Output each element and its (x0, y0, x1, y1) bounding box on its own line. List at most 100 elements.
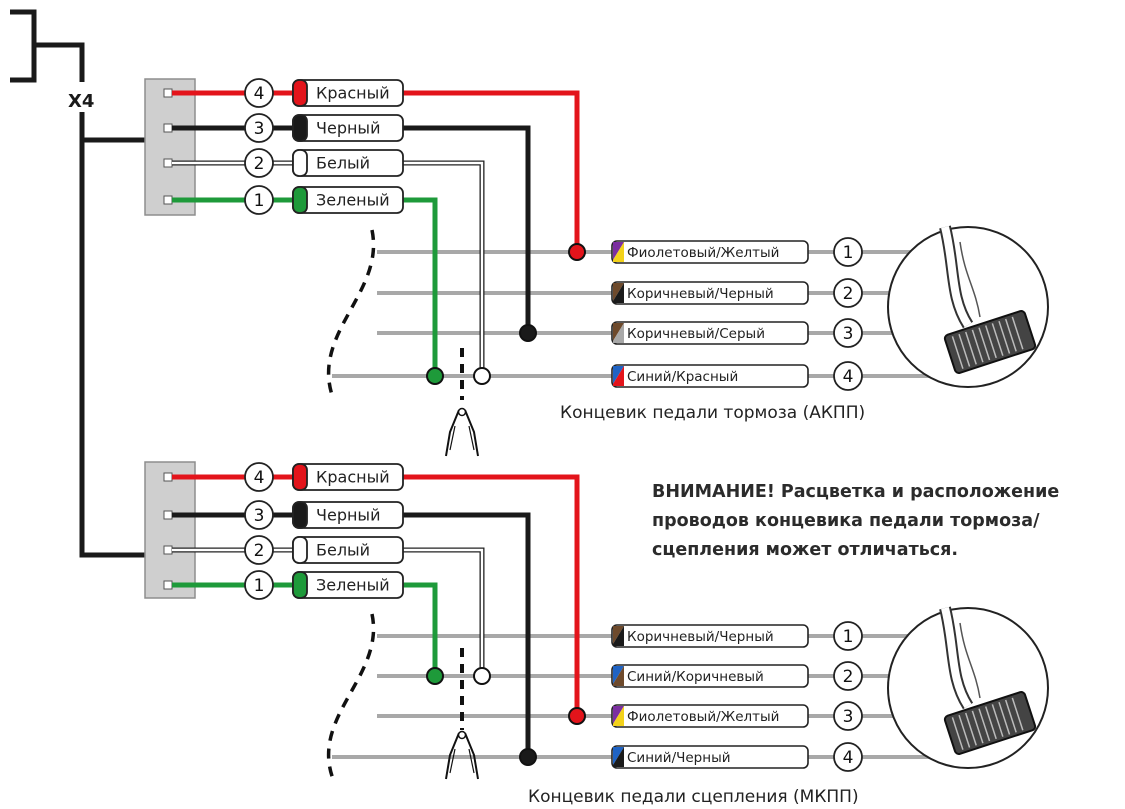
connector-wire-green (172, 197, 438, 376)
harness-cut-curve (326, 613, 376, 780)
warning-note: ВНИМАНИЕ! Расцветка и расположение прово… (652, 482, 1060, 560)
pin-number: 4 (254, 468, 265, 488)
switch-wire-label: Коричневый/Серый (627, 326, 765, 342)
switch-pin-circle (833, 318, 863, 348)
switch-swatch-b (613, 242, 624, 262)
connector-wire-black (172, 125, 531, 333)
pin-number-circle (244, 78, 274, 108)
connector-housing (144, 461, 196, 599)
wire-color-swatch (292, 79, 308, 107)
wire-color-swatch (292, 501, 308, 529)
connector-pin (163, 545, 173, 555)
pin-number-circle (244, 462, 274, 492)
junction-dot-black (519, 324, 537, 342)
scissors-cut-icon (445, 730, 479, 780)
switch-pin-circle (833, 237, 863, 267)
wire-label: Красный (316, 468, 390, 487)
scissors-cut-icon (445, 407, 479, 457)
switch-pin-circle (833, 742, 863, 772)
brake-switch-caption: Концевик педали тормоза (АКПП) (560, 403, 866, 423)
wire-label: Зеленый (316, 576, 390, 595)
switch-wire-label: Синий/Коричневый (627, 669, 764, 685)
switch-wire-label: Фиолетовый/Желтый (627, 709, 779, 725)
pin-number-circle (244, 148, 274, 178)
pin-number: 1 (254, 191, 265, 211)
switch-swatch-b (613, 626, 624, 646)
clutch-block: 4 Красный 3 Черный 2 Белый 1 ЗеленыйКоричневый/… (144, 461, 1049, 780)
harness-cut-curve (326, 229, 376, 399)
pin-number-circle (244, 500, 274, 530)
pin-number: 1 (254, 576, 265, 596)
switch-swatch-b (613, 666, 624, 686)
junction-dot-white (473, 367, 491, 385)
switch-label-box (611, 364, 809, 388)
connector-wire-black (172, 512, 531, 757)
harness-bracket (10, 9, 37, 83)
wire-color-swatch (292, 149, 308, 177)
switch-pin-circle (833, 661, 863, 691)
pedal-switch-icon (887, 225, 1049, 388)
pin-number: 2 (254, 541, 265, 561)
connector-pin (163, 510, 173, 520)
switch-swatch-b (613, 323, 624, 343)
junction-dot-red (568, 243, 586, 261)
switch-pin-circle (833, 278, 863, 308)
wire-color-swatch (292, 186, 308, 214)
switch-pin-number: 4 (843, 367, 854, 387)
switch-wire-label: Коричневый/Черный (627, 629, 774, 645)
pin-number: 2 (254, 154, 265, 174)
wire-color-swatch (292, 463, 308, 491)
pin-number-circle (244, 535, 274, 565)
junction-dot-red (568, 707, 586, 725)
switch-pin-number: 2 (843, 284, 854, 304)
wire-color-swatch (292, 571, 308, 599)
pin-number-circle (244, 570, 274, 600)
wire-label: Белый (316, 541, 370, 560)
switch-pin-circle (833, 621, 863, 651)
wire-color-swatch (292, 536, 308, 564)
harness-lead (34, 42, 85, 82)
harness-backbone (79, 112, 145, 558)
wire-color-swatch (292, 114, 308, 142)
switch-label-box (611, 704, 809, 728)
pin-number-circle (244, 185, 274, 215)
switch-label-box (611, 624, 809, 648)
switch-pin-circle (833, 361, 863, 391)
switch-label-box (611, 240, 809, 264)
pin-number-circle (244, 113, 274, 143)
wire-label: Красный (316, 84, 390, 103)
connector-label: X4 (68, 91, 95, 112)
switch-pin-number: 1 (843, 627, 854, 647)
pin-number: 3 (254, 506, 265, 526)
wire-label: Черный (316, 119, 380, 138)
connector-pin (163, 472, 173, 482)
switch-swatch-b (613, 366, 624, 386)
switch-pin-number: 2 (843, 667, 854, 687)
switch-label-box (611, 321, 809, 345)
wire-label: Зеленый (316, 191, 390, 210)
connector-wire-white (172, 160, 485, 376)
connector-pin (163, 580, 173, 590)
pedal-switch-icon (887, 606, 1049, 769)
switch-pin-number: 3 (843, 707, 854, 727)
pin-number: 4 (254, 84, 265, 104)
connector-housing (144, 78, 196, 216)
switch-swatch-b (613, 747, 624, 767)
switch-wire-label: Синий/Черный (627, 750, 731, 766)
wire-label: Белый (316, 154, 370, 173)
switch-wire-label: Коричневый/Черный (627, 286, 774, 302)
switch-pin-number: 4 (843, 748, 854, 768)
clutch-switch-caption: Концевик педали сцепления (МКПП) (528, 787, 859, 807)
switch-label-box (611, 281, 809, 305)
pin-number: 3 (254, 119, 265, 139)
switch-wire-label: Фиолетовый/Желтый (627, 245, 779, 261)
junction-dot-green (426, 367, 444, 385)
junction-dot-black (519, 748, 537, 766)
switch-pin-number: 1 (843, 243, 854, 263)
connector-pin (163, 88, 173, 98)
connector-pin (163, 158, 173, 168)
connector-pin (163, 123, 173, 133)
wire-label: Черный (316, 506, 380, 525)
switch-swatch-b (613, 706, 624, 726)
